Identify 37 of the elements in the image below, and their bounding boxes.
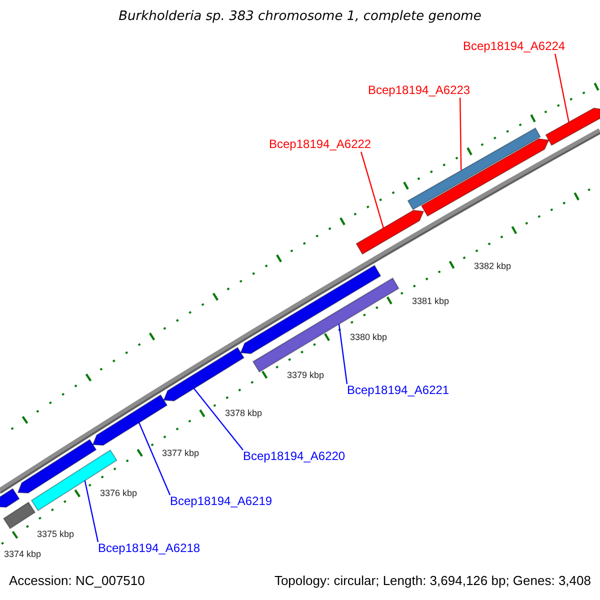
leader-line [554, 54, 570, 122]
genome-summary-text: Topology: circular; Length: 3,694,126 bp; Genes: 3,408 [274, 574, 591, 589]
tick-label: 3382 kbp [474, 261, 511, 272]
gene-feature [545, 108, 600, 146]
gene-feature [0, 488, 20, 508]
tick-label: 3375 kbp [36, 529, 74, 540]
gene-label: Bcep18194_A6218 [98, 542, 200, 556]
gene-feature [407, 127, 541, 210]
gene-feature [356, 210, 424, 255]
gene-feature [420, 138, 550, 217]
gene-feature [17, 438, 97, 494]
gene-feature [2, 502, 36, 530]
gene-label: Bcep18194_A6221 [347, 384, 450, 398]
leader-line [460, 98, 462, 170]
tick-label: 3376 kbp [100, 488, 137, 498]
leader-line [360, 152, 384, 228]
gene-label: Bcep18194_A6224 [463, 40, 566, 54]
leader-line [84, 480, 99, 542]
tick-label: 3380 kbp [350, 332, 387, 343]
tick-label: 3378 kbp [224, 408, 262, 419]
tick-label: 3379 kbp [286, 370, 324, 380]
gene-feature [163, 346, 245, 402]
tick-label: 3374 kbp [4, 548, 42, 560]
gene-feature [92, 394, 168, 446]
gene-label: Bcep18194_A6222 [269, 138, 372, 152]
gene-label: Bcep18194_A6219 [170, 495, 272, 509]
tick-label: 3377 kbp [162, 448, 199, 458]
gene-feature [252, 277, 400, 373]
leader-line [338, 324, 348, 384]
leader-line [138, 422, 171, 496]
leader-line [193, 388, 244, 450]
gene-feature [30, 449, 118, 512]
gene-label: Bcep18194_A6223 [368, 84, 470, 98]
gene-label: Bcep18194_A6220 [243, 450, 346, 464]
accession-text: Accession: NC_007510 [9, 574, 145, 589]
title: Burkholderia sp. 383 chromosome 1, complete genome [118, 10, 482, 25]
tick-label: 3381 kbp [412, 296, 449, 307]
